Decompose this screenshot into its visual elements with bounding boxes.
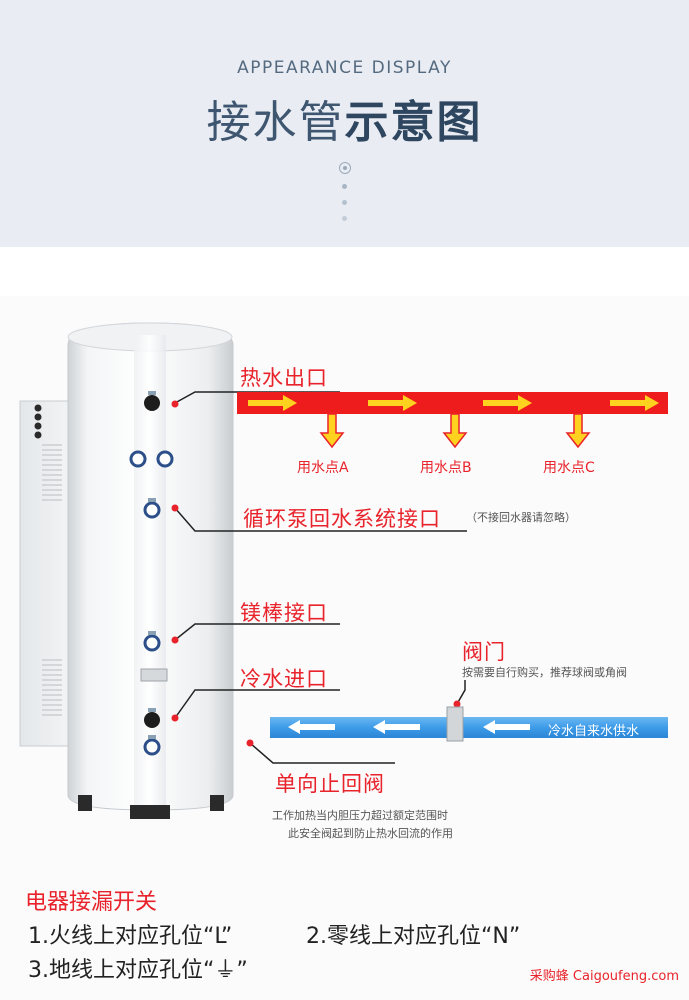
- tank-ports: [129, 391, 174, 756]
- header-title: 接水管示意图: [0, 86, 689, 150]
- check-valve-note-1: 工作加热当内胆压力超过额定范围时: [272, 809, 448, 822]
- anode-port-label: 镁棒接口: [240, 601, 328, 625]
- valve-note: 按需要自行购买，推荐球阀或角阀: [462, 666, 627, 679]
- wiring-title: 电器接漏开关: [25, 890, 158, 915]
- use-point-c-label: 用水点C: [543, 460, 595, 476]
- valve-label: 阀门: [462, 640, 506, 664]
- header-title-part1: 接水管: [206, 97, 345, 148]
- header-title-part2: 示意图: [344, 97, 483, 148]
- cold-water-pipe: [270, 706, 668, 742]
- dot-icon: [342, 216, 347, 221]
- header-banner: APPEARANCE DISPLAY 接水管示意图: [0, 0, 689, 247]
- header-subtitle: APPEARANCE DISPLAY: [237, 58, 452, 78]
- dot-icon: [342, 200, 347, 205]
- hot-water-pipe: [237, 392, 668, 449]
- dot-ring-icon: [339, 162, 351, 174]
- use-point-a-label: 用水点A: [297, 460, 349, 476]
- circulation-note: （不接回水器请忽略）: [466, 511, 576, 524]
- watermark: 采购蜂 Caigoufeng.com: [529, 969, 679, 984]
- dot-icon: [342, 184, 347, 189]
- wiring-line-live: 1.火线上对应孔位“L”: [28, 924, 233, 949]
- water-tank: [67, 322, 234, 819]
- circulation-port-label: 循环泵回水系统接口: [243, 507, 441, 531]
- check-valve-note-2: 此安全阀起到防止热水回流的作用: [288, 827, 453, 840]
- use-point-b-label: 用水点B: [420, 460, 472, 476]
- check-valve-label: 单向止回阀: [275, 772, 385, 796]
- hot-outlet-label: 热水出口: [240, 366, 328, 390]
- cold-supply-label: 冷水自来水供水: [548, 724, 640, 739]
- marker-dots: [171, 400, 461, 747]
- decorative-dots: [336, 160, 356, 230]
- wiring-line-neutral: 2.零线上对应孔位“N”: [306, 924, 521, 949]
- wiring-line-ground: 3.地线上对应孔位“⏚”: [28, 958, 248, 983]
- cold-inlet-label: 冷水进口: [240, 667, 328, 691]
